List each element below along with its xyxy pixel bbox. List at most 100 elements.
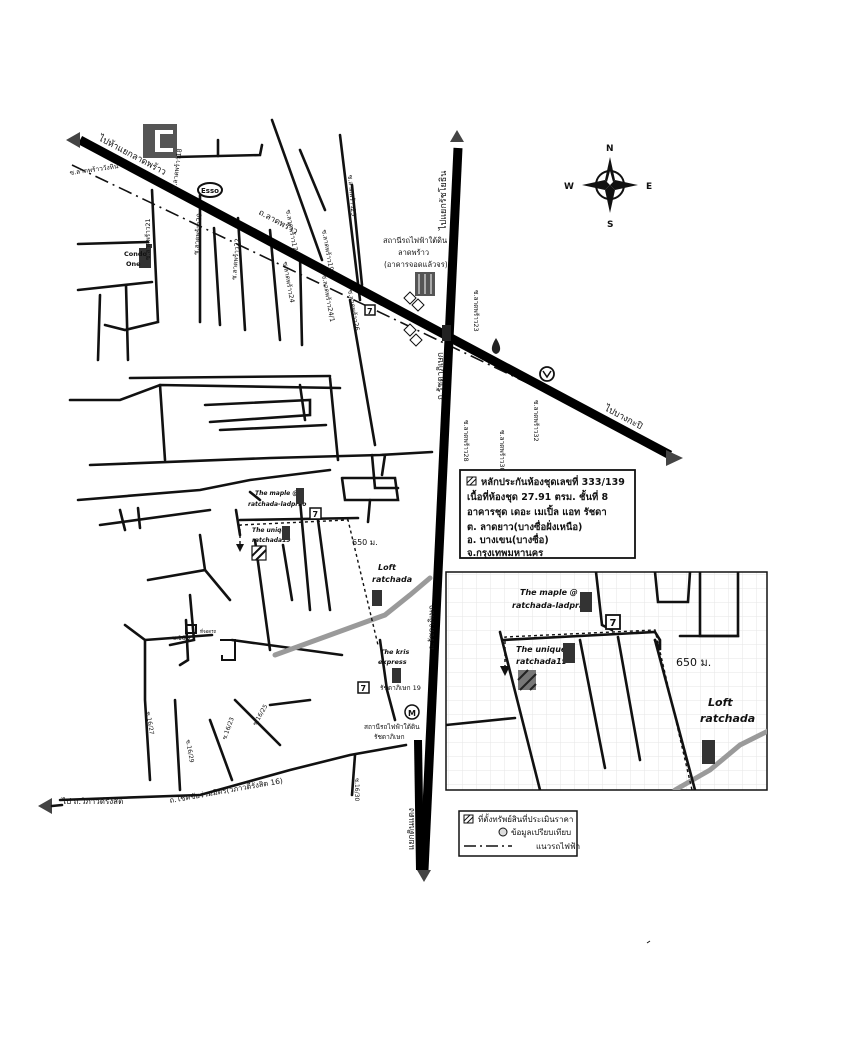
inset-unique-building-icon	[563, 643, 575, 663]
ratchada-south-dir: แยกดินแดง	[407, 808, 417, 850]
soi-label: ซ.ลาดพร้าว21	[144, 218, 152, 260]
mrt-ladprao-building-icon	[415, 272, 435, 296]
distance-label: 650 ม.	[352, 538, 378, 547]
soi-label: ซ.ลาดพร้าววังหิน	[69, 162, 119, 177]
walk-route	[239, 519, 379, 646]
inset-loft-label-2: ratchada	[700, 712, 755, 725]
unique-building-icon	[282, 526, 290, 540]
seven-eleven-icon: 7	[309, 507, 322, 520]
arrow-west-icon	[38, 798, 52, 814]
soi-label: ซ.16/30	[353, 778, 360, 801]
main-roads	[77, 136, 673, 871]
condo-one-label-2: One	[126, 260, 141, 268]
loft-label-1: Loft	[378, 563, 397, 572]
legend-comparable: ข้อมูลเปรียบเทียบ	[511, 828, 571, 838]
mrt-ratchada-label-2: รัชดาภิเษก	[374, 733, 405, 741]
stray-mark	[646, 940, 651, 944]
inset-distance-label: 650 ม.	[676, 656, 711, 669]
svg-text:7: 7	[367, 307, 373, 316]
mrt-sign-icon	[442, 325, 451, 341]
inset-unique-label-1: The unique	[516, 645, 567, 654]
maple-building-icon	[296, 488, 304, 504]
compass-e: E	[646, 182, 652, 192]
mrt-station-icon: M	[404, 704, 420, 720]
info-line-5: อ. บางเขน(บางซื่อ)	[467, 532, 549, 546]
compass-w: W	[564, 182, 574, 192]
direction-arrows	[38, 130, 683, 882]
info-line-4: ต. ลาดยาว(บางซื่อฝั่งเหนือ)	[467, 519, 582, 533]
shell-logo-icon	[539, 366, 555, 382]
info-line-1: หลักประกันห้องชุดเลขที่ 333/139	[481, 474, 625, 488]
soi-label: ซ.16/27	[172, 635, 195, 642]
maple-label-1: The maple @	[255, 490, 298, 497]
soi-label: ซ.16/25	[252, 703, 270, 727]
kris-building-icon	[392, 668, 401, 683]
esso-label: Esso	[201, 187, 219, 195]
diamond-logo-icon-2	[403, 291, 425, 312]
mrt-ratchada-label-1: สถานีรถไฟฟ้าใต้ดิน	[364, 723, 420, 731]
canal	[272, 575, 433, 658]
info-box: หลักประกันห้องชุดเลขที่ 333/139 เนื้อที่…	[459, 469, 636, 559]
soi-label: ซ.16/27	[144, 711, 155, 735]
svg-text:M: M	[408, 709, 416, 718]
soi-label: ซ.16/23	[221, 716, 236, 740]
route-arrow-icon	[236, 544, 244, 552]
soi-label: ซ.16/29	[184, 739, 195, 763]
small-place-label: ที่จอดรถ	[200, 628, 217, 635]
legend-comparable-icon	[498, 827, 508, 837]
minor-roads-north	[68, 118, 434, 532]
esso-logo	[197, 182, 223, 198]
svg-text:7: 7	[361, 684, 367, 693]
mrt-ladprao-label-3: (อาคารจอดแล้วจร)	[384, 260, 448, 269]
subject-site-marker	[251, 545, 267, 561]
loft-label-2: ratchada	[372, 575, 412, 584]
soi-label: ซ.ลาดพร้าว22	[230, 238, 242, 280]
soi-label: ซ.ลาดพร้าว30	[498, 430, 506, 472]
arrow-northwest-icon	[66, 132, 80, 148]
inset-route-arrow-icon	[500, 666, 510, 676]
inset-loft-building-icon	[702, 740, 715, 764]
compass-n: N	[606, 144, 614, 154]
inset-seven-eleven-icon: 7	[605, 614, 621, 630]
info-line-2: เนื้อที่ห้องชุด 27.91 ตรม. ชั้นที่ 8	[467, 489, 609, 503]
chokchai-road-label: ถ.โชคชัยร่วมมิตร(วิภาวดีรังสิต 16)	[169, 776, 284, 805]
kris-label-2: express	[378, 658, 407, 666]
minor-roads-south	[58, 498, 408, 802]
legend-subject: ที่ตั้งทรัพย์สินที่ประเมินราคา	[478, 813, 573, 824]
ratchada-north-dir: ไปแยกรัชโยธิน	[438, 171, 449, 231]
legend-rail: แนวรถไฟฟ้า	[536, 842, 580, 851]
legend: ที่ตั้งทรัพย์สินที่ประเมินราคา ข้อมูลเปร…	[458, 810, 580, 857]
inset-loft-label-1: Loft	[708, 696, 733, 709]
unique-label-1: The unique	[252, 527, 290, 534]
inset-subject-site-marker	[517, 669, 537, 691]
ratchada-road-label: ถ.รัชดาภิเษก	[436, 352, 446, 400]
condo-one-label-1: Condo	[124, 250, 148, 258]
mrt-ladprao-label-1: สถานีรถไฟฟ้าใต้ดิน	[383, 236, 447, 245]
bigc-logo	[143, 124, 177, 158]
arrow-south-icon	[417, 870, 431, 882]
soi-label: ซ.ลาดพร้าว20	[192, 213, 204, 255]
building-icon	[139, 244, 152, 268]
soi-label: รัชดาภิเษก 19	[380, 684, 421, 692]
inset-maple-building-icon	[580, 592, 592, 612]
info-line-3: อาคารชุด เดอะ เมเปิ้ล แอท รัชดา	[467, 504, 607, 518]
maple-label-2: ratchada-ladprao	[248, 501, 306, 508]
fuel-drop-icon	[491, 338, 501, 354]
soi-label: ซ.ลาดพร้าว23	[472, 290, 480, 332]
svg-text:7: 7	[313, 510, 319, 519]
inset-unique-label-2: ratchada19	[516, 657, 568, 666]
seven-eleven-icon: 7	[364, 304, 376, 316]
soi-label: ซ.ลาดพร้าว25	[346, 174, 358, 216]
inset-map: The maple @ ratchada-ladprao 7 The uniqu…	[427, 571, 768, 791]
inset-ratchada-road-label: ถ.รัชดาภิเษก	[427, 605, 436, 650]
soi-label: ซ.ลาดพร้าว28	[462, 420, 470, 462]
kris-label-1: The kris	[380, 648, 409, 656]
vibhavadi-dir: ไป ถ.วิภาวดีรังสิต	[61, 797, 123, 806]
mrt-ladprao-label-2: ลาดพร้าว	[398, 248, 429, 257]
seven-eleven-icon: 7	[357, 681, 370, 694]
soi-label: ซ.ลาดพร้าว24	[281, 261, 296, 303]
arrow-southeast-icon	[666, 450, 683, 466]
soi-label: ซ.ลาดพร้าว32	[532, 400, 540, 442]
arrow-north-icon	[450, 130, 464, 142]
